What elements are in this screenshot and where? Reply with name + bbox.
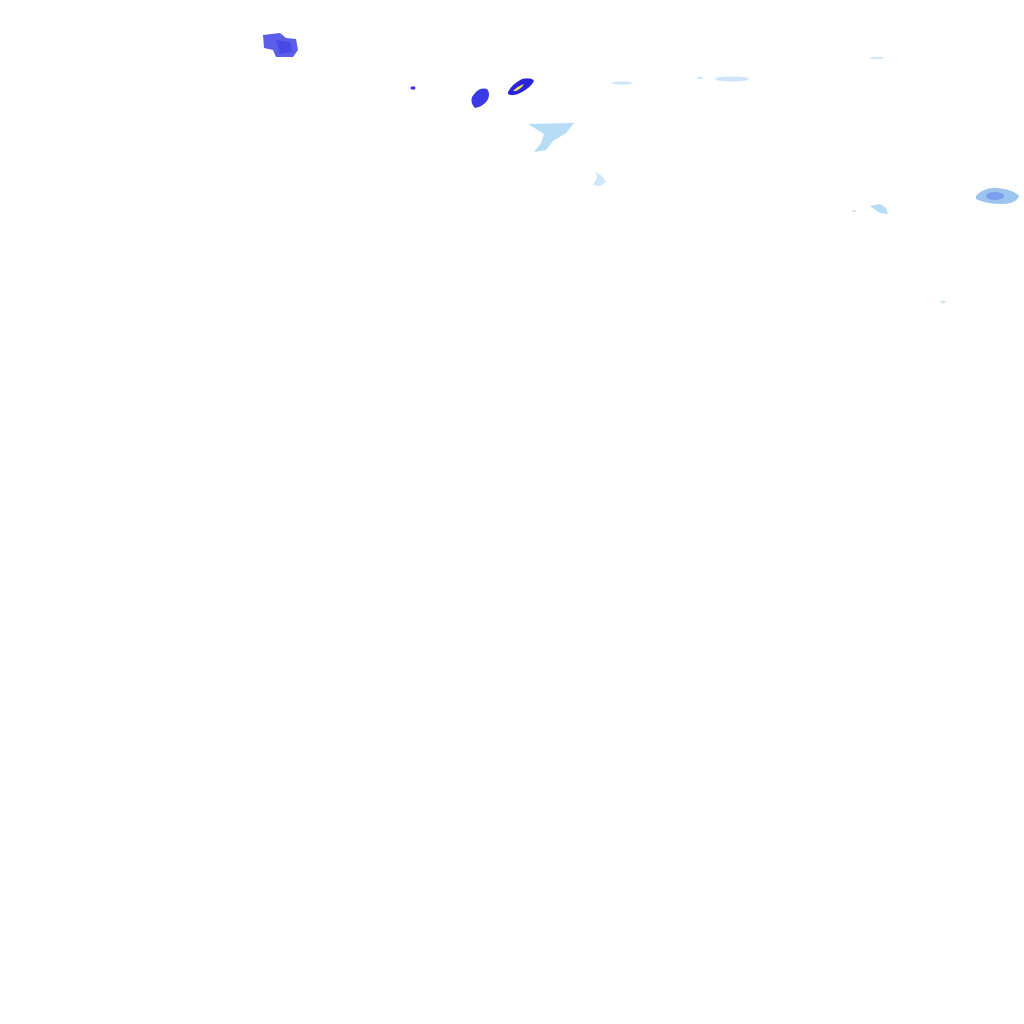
- precip-speck: [410, 86, 416, 90]
- precip-cell-f: [976, 187, 1019, 204]
- precip-cell-g: [852, 204, 888, 214]
- precip-dot: [940, 300, 946, 304]
- precip-cell-c: [508, 78, 534, 96]
- precip-cell-a: [263, 33, 298, 57]
- precip-cell-e: [593, 172, 606, 186]
- precip-cell-b: [471, 88, 489, 108]
- precip-cell-d: [528, 123, 574, 152]
- precip-streaks-top: [612, 56, 884, 85]
